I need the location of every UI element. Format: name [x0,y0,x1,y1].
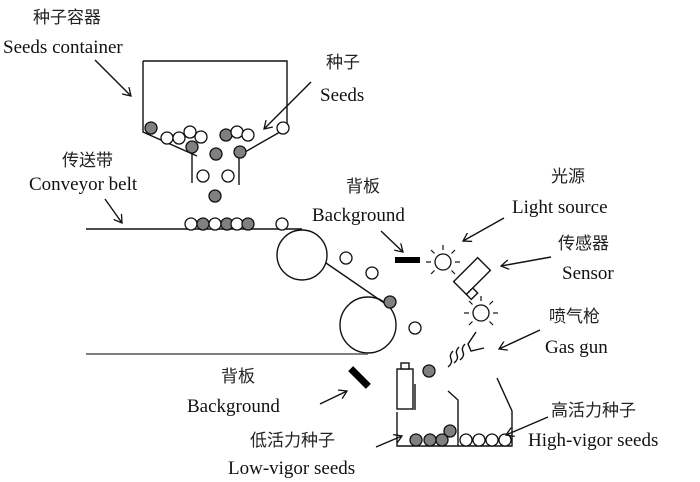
low-vigor-seed [233,145,247,159]
low-vigor-seed [409,433,423,447]
leader-arrows [94,59,552,448]
high-vigor-seed [194,130,208,144]
label-low-vigor-en: Low-vigor seeds [228,458,355,479]
low-vigor-seed [196,217,210,231]
high-vigor-seed [408,321,422,335]
label-light-source-zh: 光源 [551,167,585,187]
high-vigor-seed [230,217,244,231]
label-high-vigor-en: High-vigor seeds [528,430,658,451]
reject-ejector [396,362,416,410]
seeds-container [142,60,288,185]
label-gas-gun-en: Gas gun [545,337,608,358]
arrow-gas-gun [499,329,541,349]
low-vigor-seed [435,433,449,447]
label-conveyor-en: Conveyor belt [29,174,138,195]
low-vigor-seed [383,295,397,309]
upper-roller [276,229,328,281]
lower-roller [339,296,397,354]
gas-gun-icon [447,331,485,368]
label-sensor-en: Sensor [562,263,614,284]
high-vigor-seed [339,251,353,265]
high-vigor-seed [498,433,512,447]
arrow-low-vigor [375,436,402,448]
low-vigor-seed [219,128,233,142]
arrow-seeds [264,81,312,129]
label-low-vigor-zh: 低活力种子 [250,431,335,451]
low-vigor-seed [185,140,199,154]
label-seeds-en: Seeds [320,85,364,106]
conveyor-belt [86,228,397,355]
low-vigor-seed [144,121,158,135]
high-vigor-seed [241,128,255,142]
seeds-layer [144,121,512,447]
low-vigor-seed [423,433,437,447]
low-vigor-seed [208,189,222,203]
high-vigor-seed [459,433,473,447]
label-light-source-en: Light source [512,197,608,218]
label-background-bottom-en: Background [187,396,280,417]
high-vigor-seed [160,131,174,145]
arrow-sensor [501,256,552,266]
label-background-top-en: Background [312,205,405,226]
label-seeds-zh: 种子 [326,53,360,73]
background-board-bottom [348,366,371,389]
label-background-top-zh: 背板 [346,177,380,197]
arrow-light-source [463,217,505,241]
label-gas-gun-zh: 喷气枪 [549,307,600,327]
high-vigor-seed [276,121,290,135]
high-vigor-seed [183,125,197,139]
label-conveyor-zh: 传送带 [62,151,113,171]
label-seeds-container-en: Seeds container [3,37,123,58]
label-high-vigor-zh: 高活力种子 [551,401,636,421]
high-vigor-seed [208,217,222,231]
label-background-bottom-zh: 背板 [221,367,255,387]
high-vigor-seed [221,169,235,183]
low-vigor-seed [443,424,457,438]
low-vigor-seed [422,364,436,378]
light-source-icon [464,296,498,326]
arrow-background-top [380,230,403,252]
sensor-icon [452,256,492,301]
arrow-high-vigor [506,416,549,435]
high-vigor-seed [184,217,198,231]
low-vigor-seed [209,147,223,161]
high-vigor-seed [275,217,289,231]
high-vigor-seed [172,131,186,145]
arrow-conveyor-belt [104,198,122,223]
low-vigor-seed [241,217,255,231]
high-vigor-seed [365,266,379,280]
arrow-background-bottom [319,391,347,405]
high-vigor-seed [472,433,486,447]
high-vigor-seed [485,433,499,447]
background-board-top [395,257,420,263]
label-seeds-container-zh: 种子容器 [33,8,101,28]
label-sensor-zh: 传感器 [558,234,609,254]
arrow-seeds-container [94,59,131,96]
high-vigor-seed [230,125,244,139]
high-vigor-seed [196,169,210,183]
light-source-icon [426,245,460,275]
